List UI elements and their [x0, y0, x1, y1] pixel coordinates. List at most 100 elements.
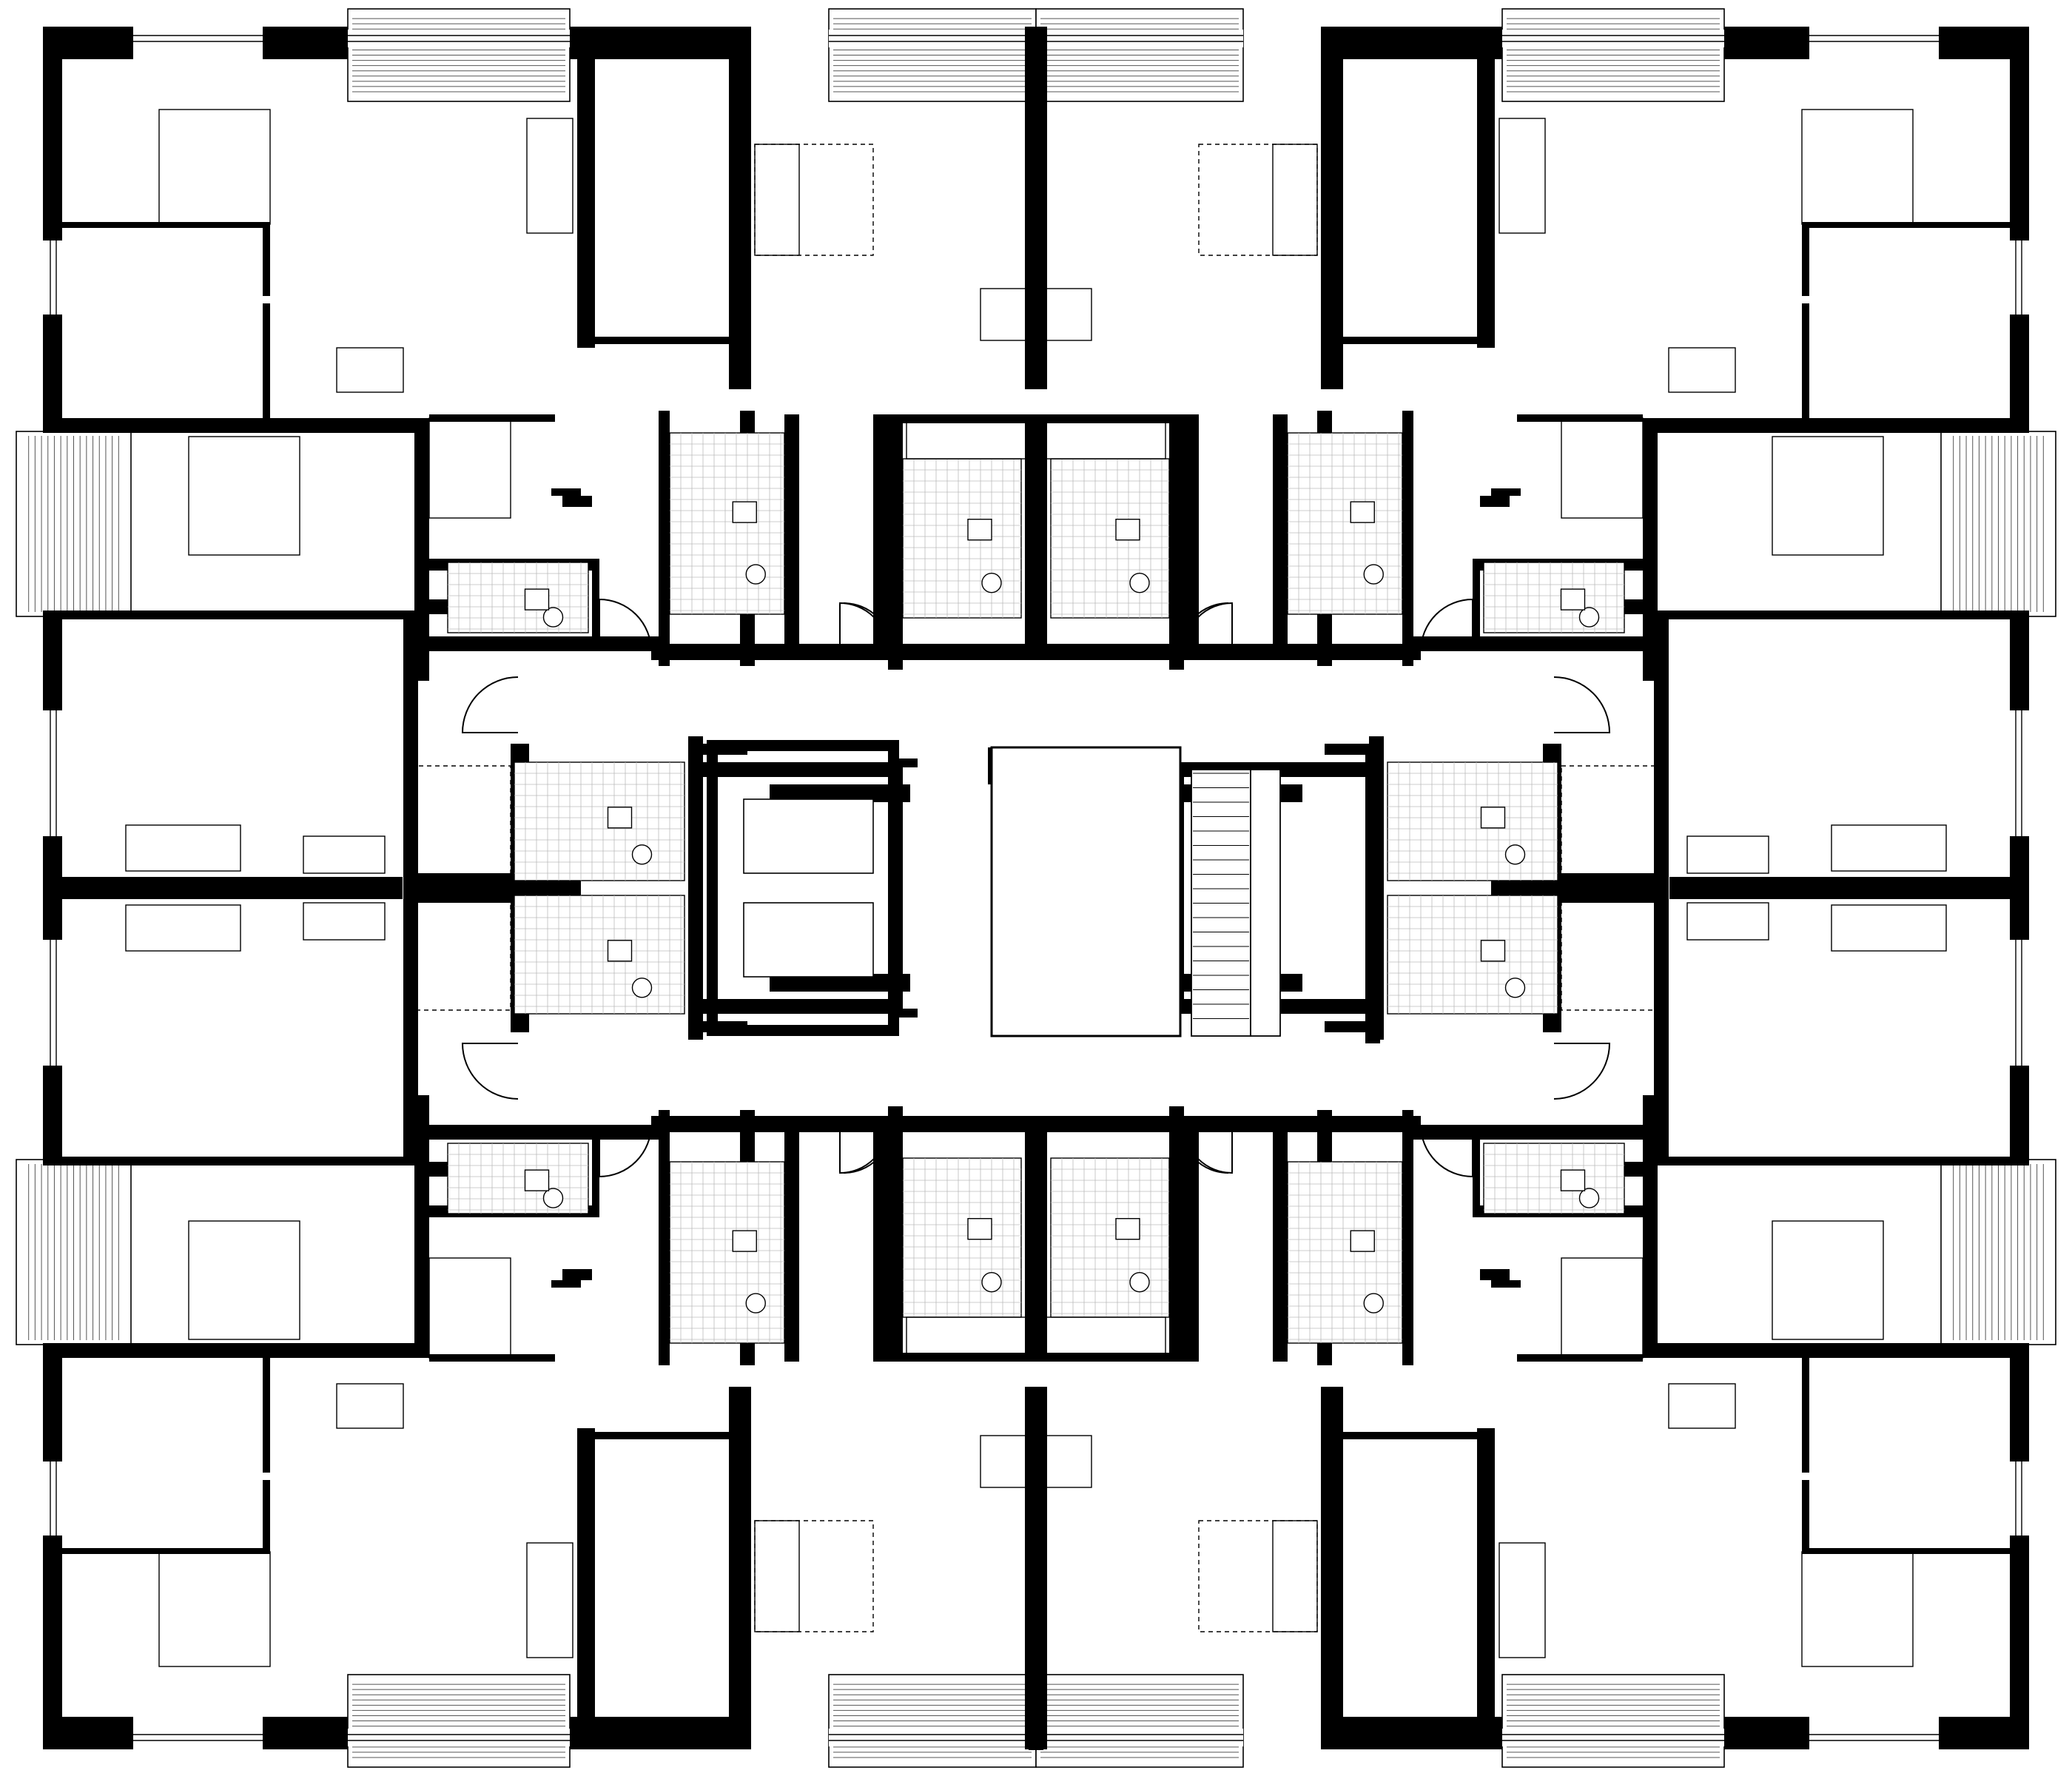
wall-group: [43, 27, 2029, 1750]
wall-1-1: [1724, 27, 1809, 59]
wall-13-1: [1477, 52, 1495, 348]
bathroom-a-2-toilet: [745, 1293, 766, 1314]
wall-33-1: [829, 644, 1169, 660]
wall-31-0: [895, 414, 1043, 423]
door-d-1: [843, 602, 893, 652]
door-a-0: [599, 598, 652, 652]
wall-20-2: [551, 1280, 581, 1288]
wall-31-2: [895, 1353, 1043, 1362]
window-top-c-3: [1036, 1729, 1243, 1746]
bed-b-2: [188, 1220, 300, 1340]
bed-c-3: [1198, 1520, 1318, 1632]
bathroom-d-0-basin: [607, 807, 633, 829]
wall-36-3: [1654, 870, 1669, 1166]
window-top-a-1: [1809, 30, 1939, 47]
table-b-2: [980, 1435, 1029, 1488]
table-b-0: [980, 288, 1029, 341]
wall-22-1: [1480, 496, 1510, 507]
window-top-b-0: [348, 30, 570, 47]
bathroom-b-1-toilet: [1129, 573, 1150, 593]
core-lift-top: [707, 740, 899, 751]
wall-2-3: [1343, 1717, 1502, 1749]
window-top-a-2: [133, 1729, 263, 1746]
kitchen-c-0: [410, 765, 511, 878]
bathroom-c-2-basin: [524, 1169, 550, 1191]
door-a-1: [1420, 598, 1473, 652]
wall-34-1: [873, 414, 888, 651]
wall-14-2: [592, 1432, 733, 1439]
wall-7-3: [2010, 1066, 2029, 1166]
wall-11-1: [1802, 222, 1809, 296]
bathroom-a-2: [669, 1161, 785, 1344]
window-top-b-2: [348, 1729, 570, 1746]
table-a-0: [336, 347, 404, 393]
sofa-a-3: [1498, 1542, 1546, 1658]
bathroom-c-0: [447, 562, 589, 633]
sofa-a-0: [526, 118, 574, 234]
wall-25-0: [426, 636, 662, 651]
window-top-b-1: [1502, 30, 1724, 47]
bathroom-a-0: [669, 432, 785, 615]
wall-31-1: [1029, 414, 1177, 423]
wall-30-2: [888, 1106, 903, 1362]
door-d-3: [843, 1124, 893, 1174]
wall-26-3: [1402, 1110, 1413, 1365]
sofa-b-3: [1272, 1520, 1318, 1632]
window-group: [44, 30, 2028, 1746]
wall-14-1: [1339, 337, 1480, 344]
bathroom-b-0-basin: [967, 519, 992, 541]
bathroom-d-1-toilet: [1504, 844, 1526, 865]
wall-17-1: [1643, 418, 1658, 636]
wall-12-2: [263, 1347, 270, 1473]
window-side-a-0: [44, 240, 62, 314]
bathroom-c-2: [447, 1143, 589, 1214]
window-top-c-0: [829, 30, 1036, 47]
door-b-2: [461, 1043, 519, 1100]
kitchen-c-2: [410, 898, 511, 1011]
door-d-0: [1179, 602, 1229, 652]
bathroom-d-2: [514, 895, 685, 1015]
window-side-b-0: [44, 710, 62, 836]
sofa-c-3: [1831, 904, 1947, 952]
wall-spine-bottom: [1029, 1402, 1043, 1750]
sofa-c-0: [125, 824, 241, 872]
bathroom-b-1-basin: [1115, 519, 1140, 541]
bathroom-d-0: [514, 761, 685, 881]
wall-1-3: [1724, 1717, 1809, 1749]
bathroom-c-0-basin: [524, 588, 550, 610]
table-c-2: [303, 902, 386, 941]
wall-36-1: [1654, 610, 1669, 906]
wall-24-3: [1473, 1128, 1480, 1217]
wall-13-3: [1477, 1428, 1495, 1724]
wall-5-3: [2010, 1536, 2029, 1749]
kitchen-b-2: [906, 1316, 1037, 1355]
window-top-a-3: [1809, 1729, 1939, 1746]
wall-6-3: [2010, 1343, 2029, 1462]
wall-36-0: [403, 610, 418, 906]
wall-30-3: [1169, 1106, 1184, 1362]
window-top-a-0: [133, 30, 263, 47]
wall-3-3: [1321, 1387, 1343, 1749]
wall-34-2: [1184, 1125, 1199, 1362]
bathroom-d-3-toilet: [1504, 978, 1526, 998]
wall-1-2: [263, 1717, 348, 1749]
wall-7-0: [43, 610, 62, 710]
wall-25-1: [1410, 636, 1646, 651]
wall-29-3: [1273, 1117, 1288, 1362]
wall-45-3: [1669, 884, 2010, 899]
core-lift-bottom: [707, 1025, 899, 1036]
wall-17-2: [414, 1140, 429, 1358]
bathroom-b-2-basin: [967, 1217, 992, 1240]
window-top-c-1: [1036, 30, 1243, 47]
bed-c-0: [754, 144, 874, 256]
wall-32-1: [1025, 414, 1040, 659]
window-side-a-3: [2010, 1462, 2028, 1536]
kitchen-b-3: [1035, 1316, 1166, 1355]
bed-a-0: [158, 109, 271, 225]
lift-car-upper: [743, 798, 874, 874]
door-c-3: [1183, 1124, 1233, 1174]
wall-5-0: [43, 27, 62, 240]
bathroom-b-3: [1050, 1157, 1170, 1318]
sofa-b-2: [754, 1520, 800, 1632]
bathroom-d-3: [1387, 895, 1558, 1015]
